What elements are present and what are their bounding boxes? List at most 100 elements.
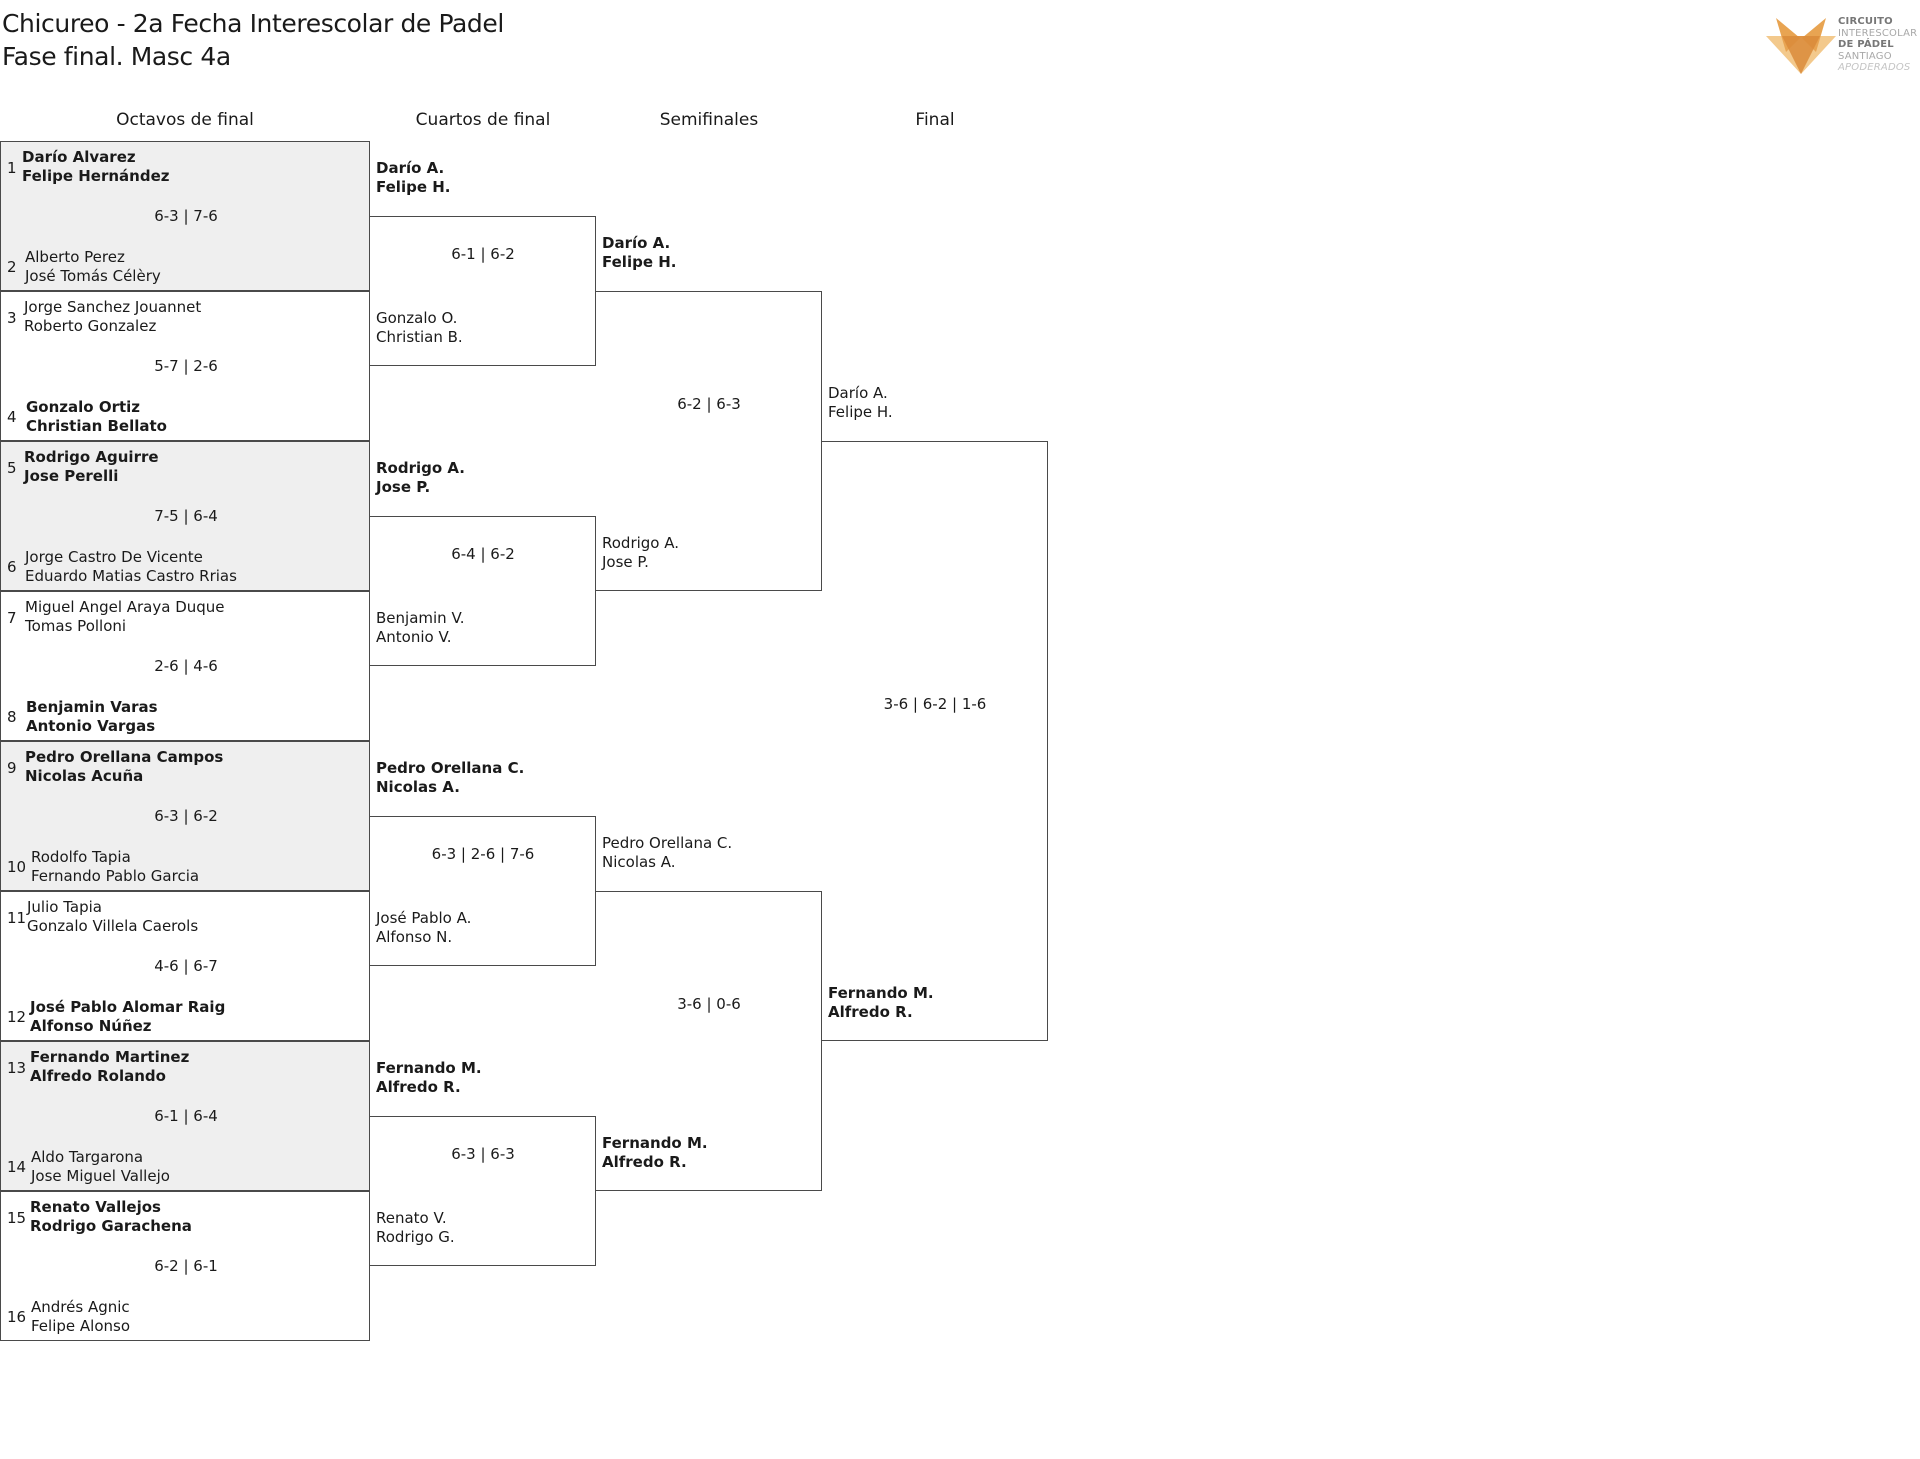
player-name: Rodrigo A. [602, 534, 680, 552]
player-name: Alberto Perez [25, 248, 125, 266]
player-name: Rodrigo A. [376, 459, 465, 477]
final-team-bottom[interactable]: Fernando M. Alfredo R. [828, 984, 934, 1022]
qf-3-score: 6-3 | 2-6 | 7-6 [431, 845, 535, 863]
qf-4-team-bottom[interactable]: Renato V. Rodrigo G. [376, 1209, 455, 1247]
player-name: Jose P. [376, 478, 431, 496]
player-name: Alfredo R. [828, 1003, 913, 1021]
seed-number: 5 [7, 459, 17, 477]
player-name: Jose Miguel Vallejo [31, 1167, 170, 1185]
r16-match-8[interactable]: 15 Renato Vallejos Rodrigo Garachena 6-2… [0, 1191, 370, 1341]
team-bottom: Andrés Agnic Felipe Alonso [31, 1298, 130, 1336]
logo-wordmark: CIRCUITO INTERESCOLAR DE PÁDEL SANTIAGO … [1838, 16, 1920, 74]
team-bottom: Aldo Targarona Jose Miguel Vallejo [31, 1148, 170, 1186]
player-name: Pedro Orellana C. [602, 834, 733, 852]
seed-number: 11 [7, 909, 27, 927]
player-name: Gonzalo Ortiz [26, 398, 141, 416]
qf-3-team-top[interactable]: Pedro Orellana C. Nicolas A. [376, 759, 524, 797]
seed-number: 8 [7, 708, 17, 726]
player-name: Nicolas A. [376, 778, 460, 796]
player-name: Jose P. [602, 553, 649, 571]
seed-number: 3 [7, 309, 17, 327]
player-name: Pedro Orellana C. [376, 759, 525, 777]
team-top: Jorge Sanchez Jouannet Roberto Gonzalez [24, 298, 201, 336]
player-name: Julio Tapia [27, 898, 102, 916]
player-name: Alfredo R. [602, 1153, 687, 1171]
player-name: Gonzalo Villela Caerols [27, 917, 199, 935]
player-name: Felipe Hernández [22, 167, 170, 185]
sf-2-score: 3-6 | 0-6 [677, 995, 741, 1013]
player-name: Darío Alvarez [22, 148, 136, 166]
team-bottom: Rodolfo Tapia Fernando Pablo Garcia [31, 848, 199, 886]
seed-number: 15 [7, 1209, 27, 1227]
player-name: Darío A. [376, 159, 445, 177]
player-name: Felipe Alonso [31, 1317, 130, 1335]
team-top: Pedro Orellana Campos Nicolas Acuña [25, 748, 223, 786]
player-name: Miguel Angel Araya Duque [25, 598, 225, 616]
seed-number: 12 [7, 1008, 27, 1026]
player-name: Fernando M. [602, 1134, 708, 1152]
sf-1-team-bottom[interactable]: Rodrigo A. Jose P. [602, 534, 679, 572]
player-name: Christian Bellato [26, 417, 167, 435]
sf-match-2-bracket [596, 891, 822, 1191]
player-name: Gonzalo O. [376, 309, 458, 327]
sf-2-team-bottom[interactable]: Fernando M. Alfredo R. [602, 1134, 708, 1172]
final-team-top[interactable]: Darío A. Felipe H. [828, 384, 893, 422]
player-name: Benjamin Varas [26, 698, 158, 716]
sf-1-team-top[interactable]: Darío A. Felipe H. [602, 234, 676, 272]
r16-match-2[interactable]: 3 Jorge Sanchez Jouannet Roberto Gonzale… [0, 291, 370, 441]
fox-head-logo-icon [1766, 18, 1836, 74]
qf-2-team-top[interactable]: Rodrigo A. Jose P. [376, 459, 465, 497]
team-top: Miguel Angel Araya Duque Tomas Polloni [25, 598, 225, 636]
team-top: Fernando Martinez Alfredo Rolando [30, 1048, 189, 1086]
qf-match-3-bracket [370, 816, 596, 966]
r16-match-6[interactable]: 11 Julio Tapia Gonzalo Villela Caerols 4… [0, 891, 370, 1041]
qf-4-team-top[interactable]: Fernando M. Alfredo R. [376, 1059, 482, 1097]
sf-2-team-top[interactable]: Pedro Orellana C. Nicolas A. [602, 834, 732, 872]
match-score: 7-5 | 6-4 [154, 507, 218, 525]
player-name: Fernando Pablo Garcia [31, 867, 200, 885]
team-top: Darío Alvarez Felipe Hernández [22, 148, 169, 186]
qf-4-score: 6-3 | 6-3 [451, 1145, 515, 1163]
player-name: José Pablo A. [376, 909, 472, 927]
r16-match-3[interactable]: 5 Rodrigo Aguirre Jose Perelli 7-5 | 6-4… [0, 441, 370, 591]
player-name: Alfredo R. [376, 1078, 461, 1096]
player-name: Nicolas Acuña [25, 767, 144, 785]
qf-2-team-bottom[interactable]: Benjamin V. Antonio V. [376, 609, 465, 647]
qf-1-team-top[interactable]: Darío A. Felipe H. [376, 159, 450, 197]
player-name: José Tomás Célèry [25, 267, 161, 285]
seed-number: 16 [7, 1308, 27, 1326]
seed-number: 1 [7, 159, 17, 177]
r16-match-1[interactable]: 1 Darío Alvarez Felipe Hernández 6-3 | 7… [0, 141, 370, 291]
qf-match-4-bracket [370, 1116, 596, 1266]
player-name: Rodolfo Tapia [31, 848, 131, 866]
seed-number: 10 [7, 858, 27, 876]
player-name: Pedro Orellana Campos [25, 748, 224, 766]
player-name: Jose Perelli [24, 467, 119, 485]
player-name: Felipe H. [376, 178, 451, 196]
r16-match-4[interactable]: 7 Miguel Angel Araya Duque Tomas Polloni… [0, 591, 370, 741]
player-name: Jorge Sanchez Jouannet [24, 298, 202, 316]
player-name: Eduardo Matias Castro Rrias [25, 567, 237, 585]
match-score: 6-3 | 7-6 [154, 207, 218, 225]
logo-line-1: CIRCUITO [1838, 16, 1893, 27]
team-bottom: Alberto Perez José Tomás Célèry [25, 248, 161, 286]
r16-match-5[interactable]: 9 Pedro Orellana Campos Nicolas Acuña 6-… [0, 741, 370, 891]
match-score: 6-1 | 6-4 [154, 1107, 218, 1125]
qf-1-team-bottom[interactable]: Gonzalo O. Christian B. [376, 309, 463, 347]
qf-2-score: 6-4 | 6-2 [451, 545, 515, 563]
qf-3-team-bottom[interactable]: José Pablo A. Alfonso N. [376, 909, 471, 947]
player-name: Darío A. [602, 234, 671, 252]
round-header-final: Final [915, 110, 955, 130]
qf-match-1-bracket [370, 216, 596, 366]
player-name: Alfredo Rolando [30, 1067, 166, 1085]
player-name: Antonio Vargas [26, 717, 156, 735]
round-header-semifinales: Semifinales [659, 110, 759, 130]
logo-line-3: DE PÁDEL [1838, 39, 1894, 50]
player-name: Felipe H. [828, 403, 893, 421]
player-name: Alfonso N. [376, 928, 453, 946]
r16-match-7[interactable]: 13 Fernando Martinez Alfredo Rolando 6-1… [0, 1041, 370, 1191]
team-top: Renato Vallejos Rodrigo Garachena [30, 1198, 192, 1236]
seed-number: 7 [7, 609, 17, 627]
team-bottom: Benjamin Varas Antonio Vargas [26, 698, 158, 736]
player-name: Rodrigo Aguirre [24, 448, 159, 466]
